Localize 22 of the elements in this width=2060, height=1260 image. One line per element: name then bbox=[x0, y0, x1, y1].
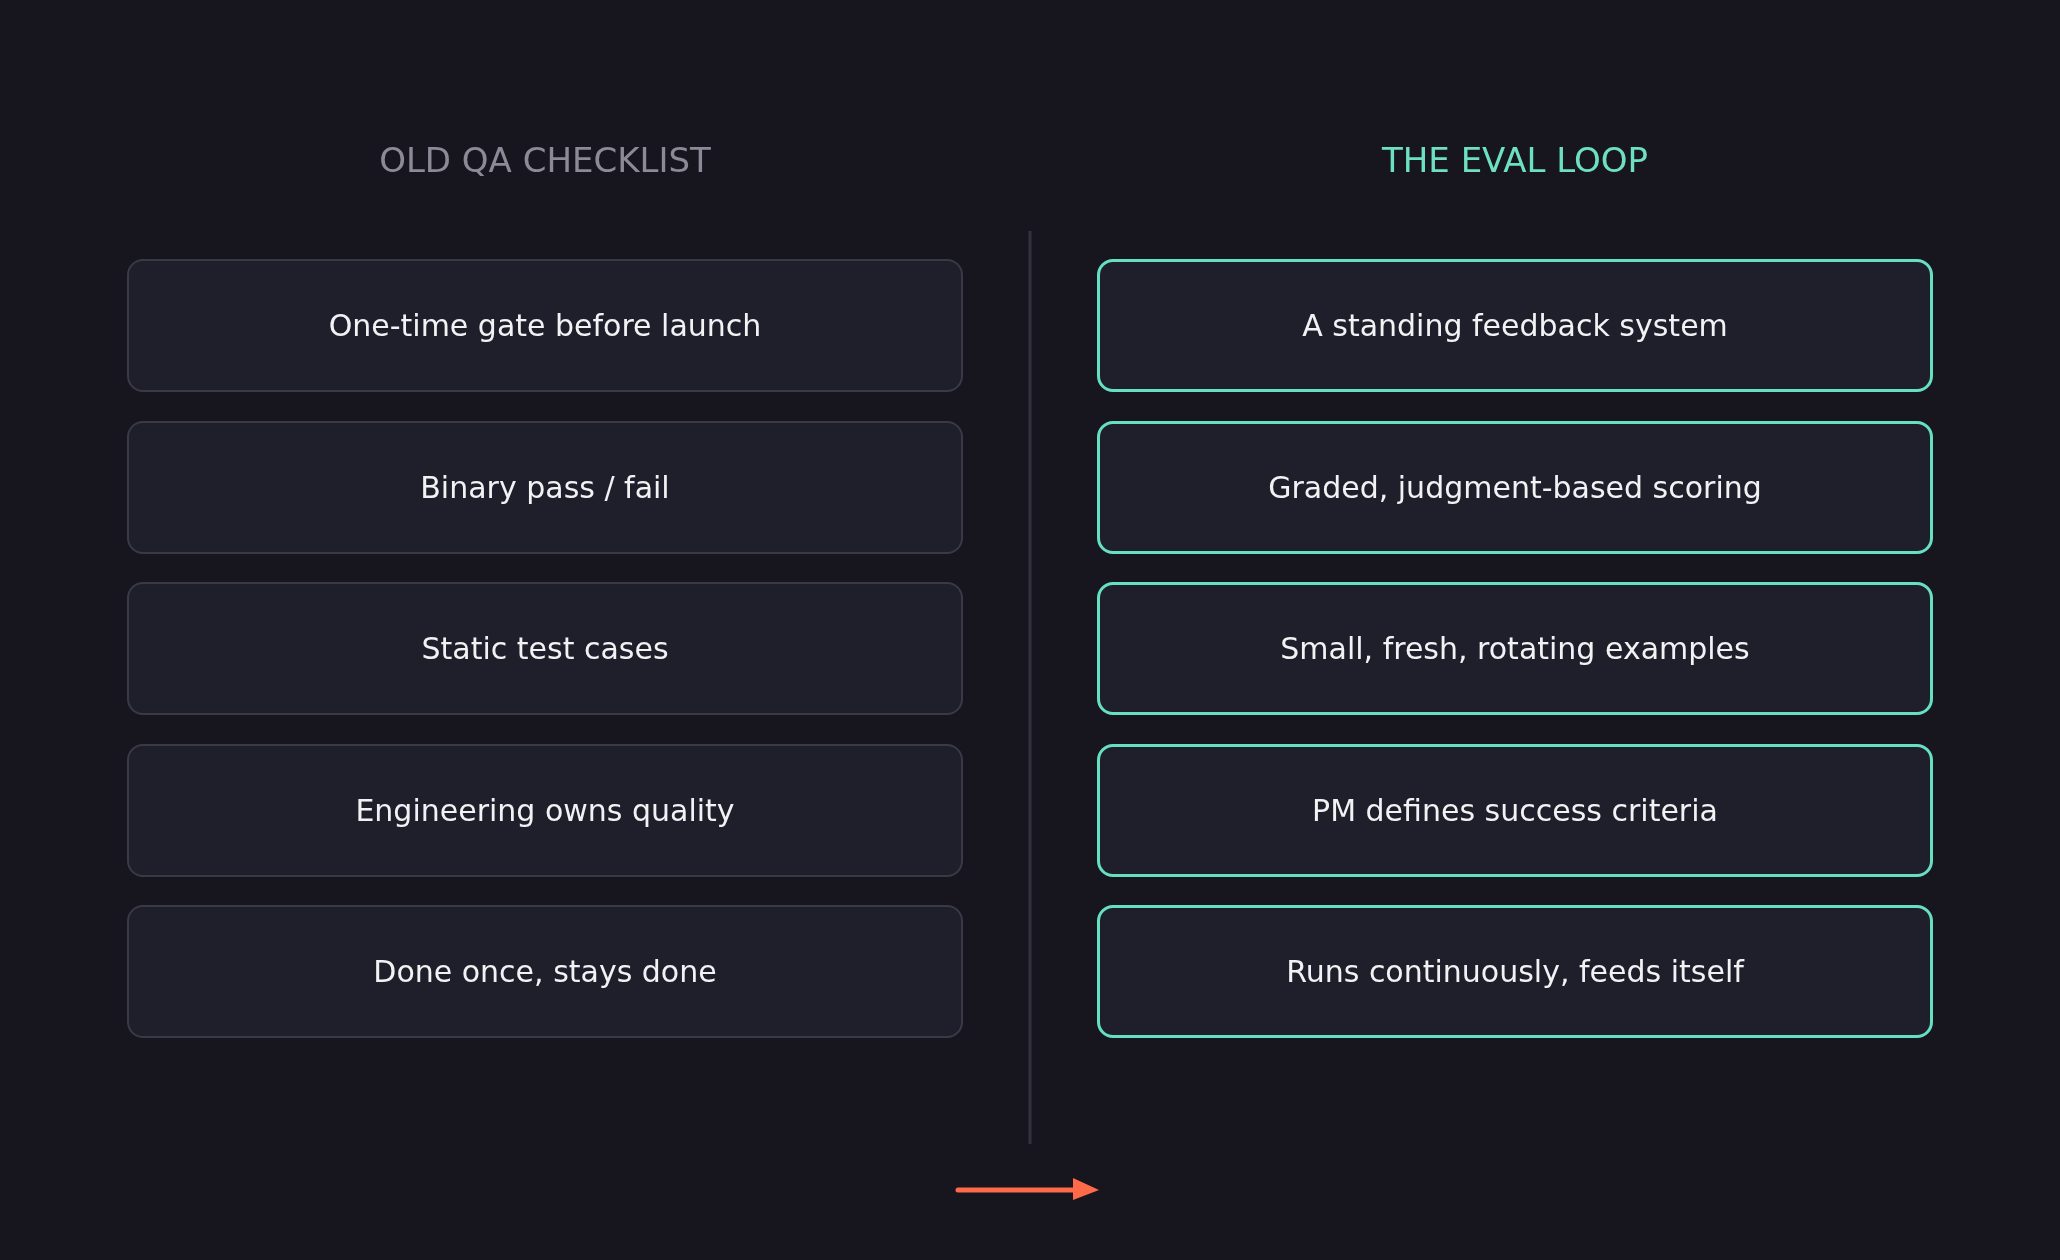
list-item-box bbox=[127, 744, 963, 877]
list-item-box bbox=[1097, 744, 1933, 877]
item-text: Runs continuously, feeds itself bbox=[1286, 954, 1744, 989]
item-text: PM defines success criteria bbox=[1312, 793, 1718, 828]
item-text: Done once, stays done bbox=[373, 954, 717, 989]
item-text: Engineering owns quality bbox=[355, 793, 735, 828]
item-text: A standing feedback system bbox=[1302, 308, 1728, 343]
list-item-box bbox=[127, 905, 963, 1038]
list-item-box bbox=[1097, 905, 1933, 1038]
item-text: One-time gate before launch bbox=[328, 308, 762, 343]
list-item-box bbox=[127, 582, 963, 715]
column-heading: THE EVAL LOOP bbox=[1382, 140, 1648, 181]
item-text: Graded, judgment-based scoring bbox=[1268, 470, 1762, 505]
list-item-box bbox=[1097, 421, 1933, 554]
item-text: Small, fresh, rotating examples bbox=[1280, 631, 1750, 666]
item-text: Static test cases bbox=[421, 631, 669, 666]
list-item-box bbox=[1097, 582, 1933, 715]
item-text: Binary pass / fail bbox=[420, 470, 670, 505]
list-item-box bbox=[127, 259, 963, 392]
column-heading: OLD QA CHECKLIST bbox=[379, 140, 711, 181]
list-item-box bbox=[127, 421, 963, 554]
list-item-box bbox=[1097, 259, 1933, 392]
